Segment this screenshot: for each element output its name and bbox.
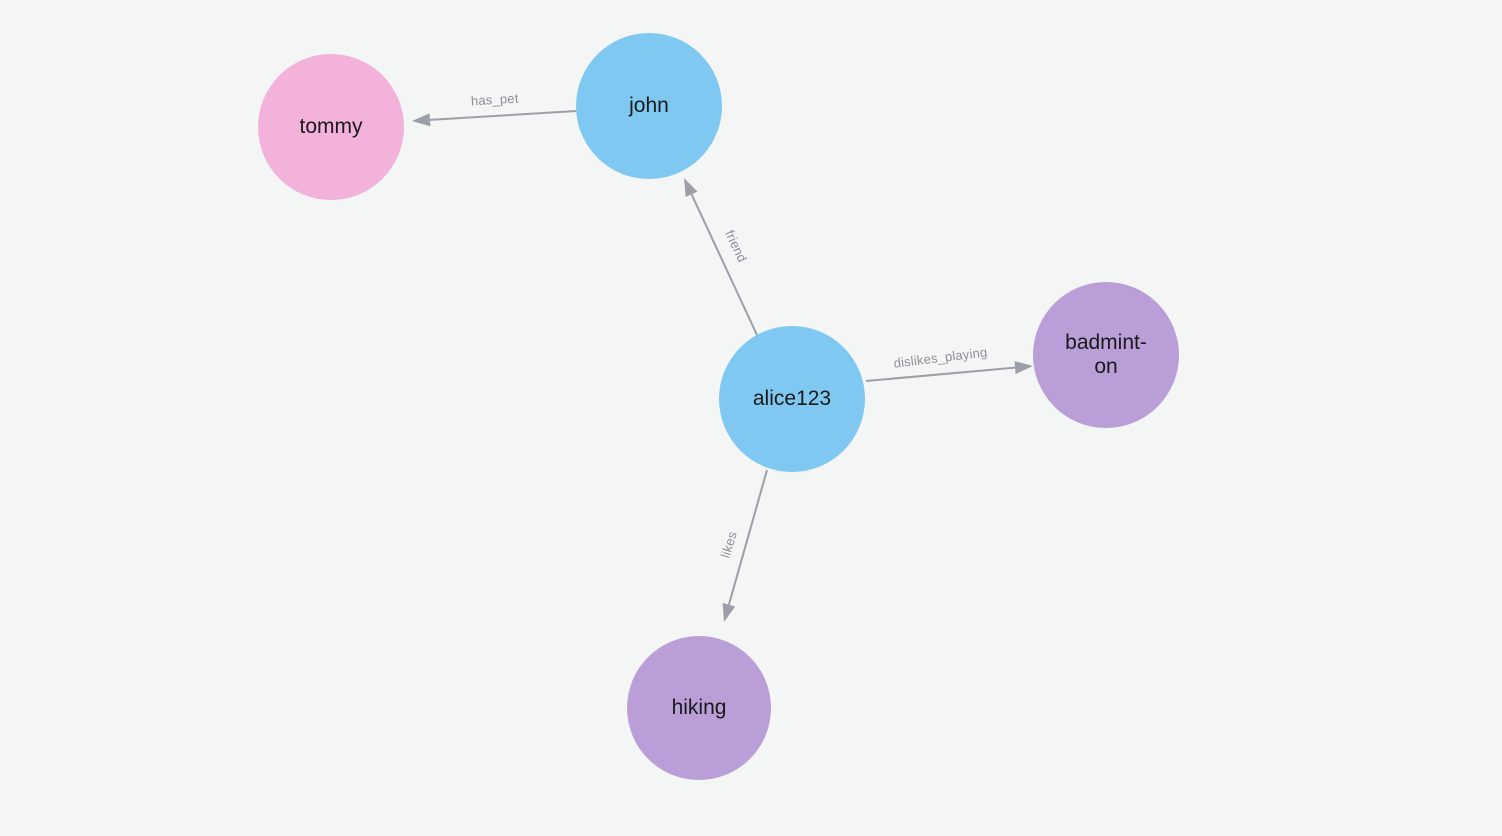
graph-edge-label: dislikes_playing	[893, 344, 988, 370]
graph-node-alice123[interactable]: alice123	[719, 326, 865, 472]
graph-edge-line	[865, 366, 1016, 382]
graph-edge-line	[727, 469, 768, 605]
graph-node-tommy[interactable]: tommy	[258, 54, 404, 200]
graph-node-label: tommy	[299, 115, 363, 139]
graph-edge-arrowhead	[684, 178, 698, 198]
graph-edge-arrowhead	[722, 602, 736, 622]
graph-node-john[interactable]: john	[576, 33, 722, 179]
graph-node-label: alice123	[752, 387, 832, 411]
graph-edge-line	[429, 110, 577, 121]
graph-edge-label: has_pet	[470, 91, 519, 109]
graph-node-hiking[interactable]: hiking	[627, 636, 771, 780]
graph-edge-label: friend	[722, 228, 750, 265]
graph-node-label: john	[629, 94, 669, 118]
graph-edge-label: likes	[718, 529, 740, 559]
graph-node-label: badmint- on	[1065, 331, 1147, 378]
graph-node-badminton[interactable]: badmint- on	[1033, 282, 1179, 428]
graph-edge-arrowhead	[1014, 361, 1033, 375]
graph-edge-arrowhead	[412, 113, 431, 127]
graph-edge-line	[690, 193, 758, 336]
graph-node-label: hiking	[671, 696, 727, 720]
